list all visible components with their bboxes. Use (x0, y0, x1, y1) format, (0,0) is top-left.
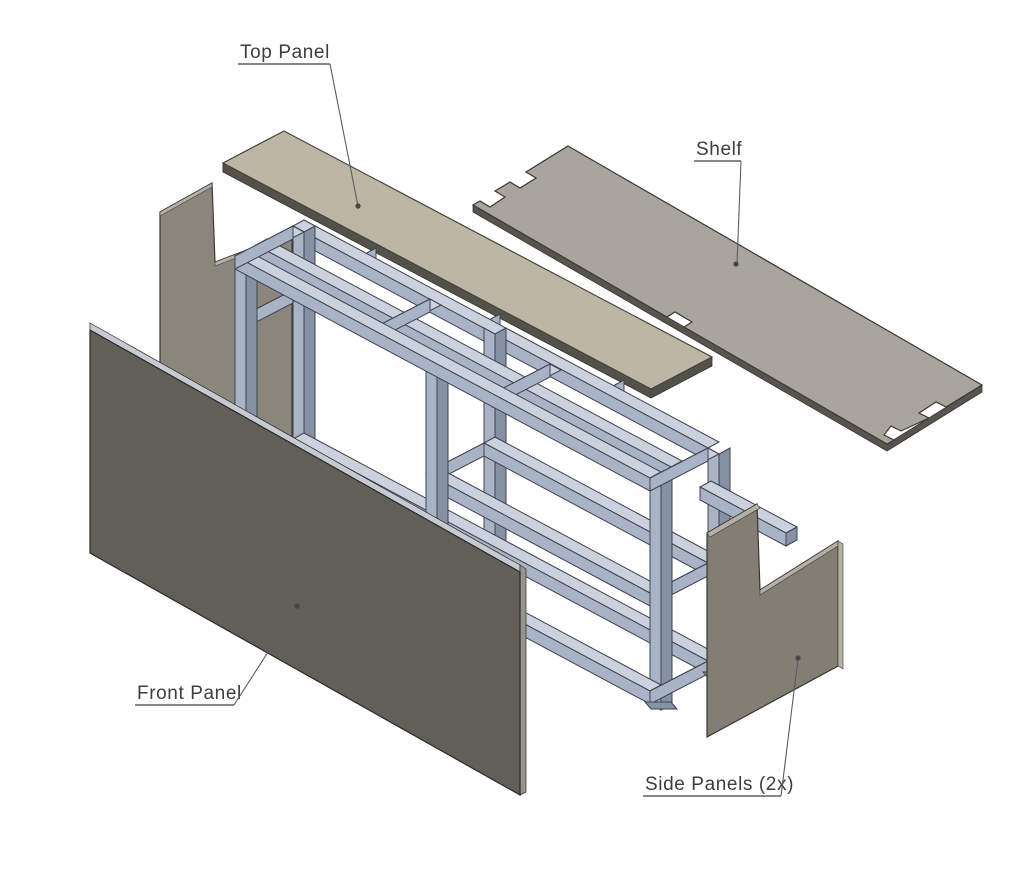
side-panels-label: Side Panels (2x) (645, 774, 794, 795)
front-panel-right-edge (519, 564, 527, 796)
top-panel-leader-dot (355, 203, 361, 209)
shelf-leader (736, 160, 742, 265)
shelf-top-face (471, 145, 984, 445)
shelf-leader-dot (733, 261, 739, 267)
frame-left-end-cap (234, 225, 294, 270)
frame-overhang-rail-cap (785, 526, 798, 547)
front-panel-leader-dot (294, 603, 300, 609)
side-panels-leader-dot (795, 655, 801, 661)
frame-leg-front-right (660, 477, 673, 711)
top-panel-part (221, 130, 714, 399)
front-panel-face (89, 328, 521, 797)
top-panel-leader (329, 63, 359, 207)
top-panel-top-face (221, 130, 714, 390)
callouts: Top Panel Shelf Front Panel Side Panels … (135, 42, 801, 797)
frame-right-end-cap (649, 447, 709, 492)
side-panel-right-part (706, 502, 844, 739)
front-panel-leader (233, 606, 298, 706)
side-panel-right-top-edge (706, 503, 761, 538)
front-panel-part (89, 322, 527, 797)
shelf-label: Shelf (696, 139, 742, 160)
side-panel-right-edge-face (837, 540, 844, 670)
frame-leg-front-right (649, 477, 662, 711)
shelf-part (471, 145, 984, 452)
frame-foot (643, 701, 679, 710)
top-panel-label: Top Panel (240, 42, 330, 63)
front-panel-label: Front Panel (137, 683, 242, 704)
side-panel-left-top-edge (159, 182, 213, 217)
side-panels-leader (780, 658, 799, 797)
